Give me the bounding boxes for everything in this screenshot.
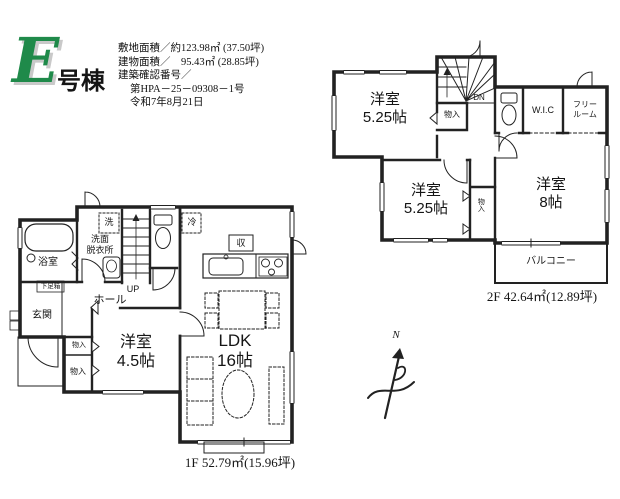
room-label-washroom: 洗面 脱衣所 xyxy=(86,234,114,255)
room-label-ldk: LDK 16帖 xyxy=(217,331,253,371)
closet-label-lower: 物入 xyxy=(70,367,86,376)
stair-closet-label: 物入 xyxy=(444,110,460,119)
confirmation-caption: 建築確認番号／ xyxy=(118,70,192,81)
stairs-up-label: UP xyxy=(126,284,140,294)
floor2-area-label: 2F 42.64㎡(12.89坪) xyxy=(486,289,598,304)
floor1-area-label: 1F 52.79㎡(15.96坪) xyxy=(184,455,296,470)
confirmation-date: 令和7年8月21日 xyxy=(130,97,204,108)
room-label-bedroom-45: 洋室 4.5帖 xyxy=(116,334,156,371)
stairs-dn-label: DN xyxy=(473,93,485,102)
room-label-entrance: 玄関 xyxy=(32,310,52,321)
room-label-hall: ホール xyxy=(93,294,127,306)
room-label-bathroom: 浴室 xyxy=(38,257,58,268)
fridge-label: 冷 xyxy=(187,217,197,227)
room-label-wic: W.I.C xyxy=(532,105,554,115)
room-label-bedroom-c: 洋室 8帖 xyxy=(535,176,566,211)
room-label-bedroom-b: 洋室 5.25帖 xyxy=(403,182,449,217)
mid-closet-label: 物入 xyxy=(477,198,485,212)
balcony-label: バルコニー xyxy=(526,256,576,267)
storage-label: 収 xyxy=(236,238,246,248)
property-info: 敷地面積／約123.98㎡ (37.50坪) 建物面積／ 95.43㎡ (28.… xyxy=(118,42,264,110)
logo-suffix: 号棟 xyxy=(57,69,105,95)
shoe-box-label: 下足箱 xyxy=(40,283,61,290)
compass-north-label: N xyxy=(392,329,400,341)
logo-letter: E xyxy=(12,24,60,97)
confirmation-number: 第HPA－25－09308－1号 xyxy=(130,83,245,95)
site-area: 敷地面積／約123.98㎡ (37.50坪) xyxy=(118,43,265,54)
building-area: 建物面積／ 95.43㎡ (28.85坪) xyxy=(118,56,259,68)
closet-label-upper: 物入 xyxy=(72,342,86,349)
washer-label: 洗 xyxy=(104,217,114,227)
room-label-free-room: フリー ルーム xyxy=(573,100,597,119)
room-label-bedroom-a: 洋室 5.25帖 xyxy=(362,91,408,126)
